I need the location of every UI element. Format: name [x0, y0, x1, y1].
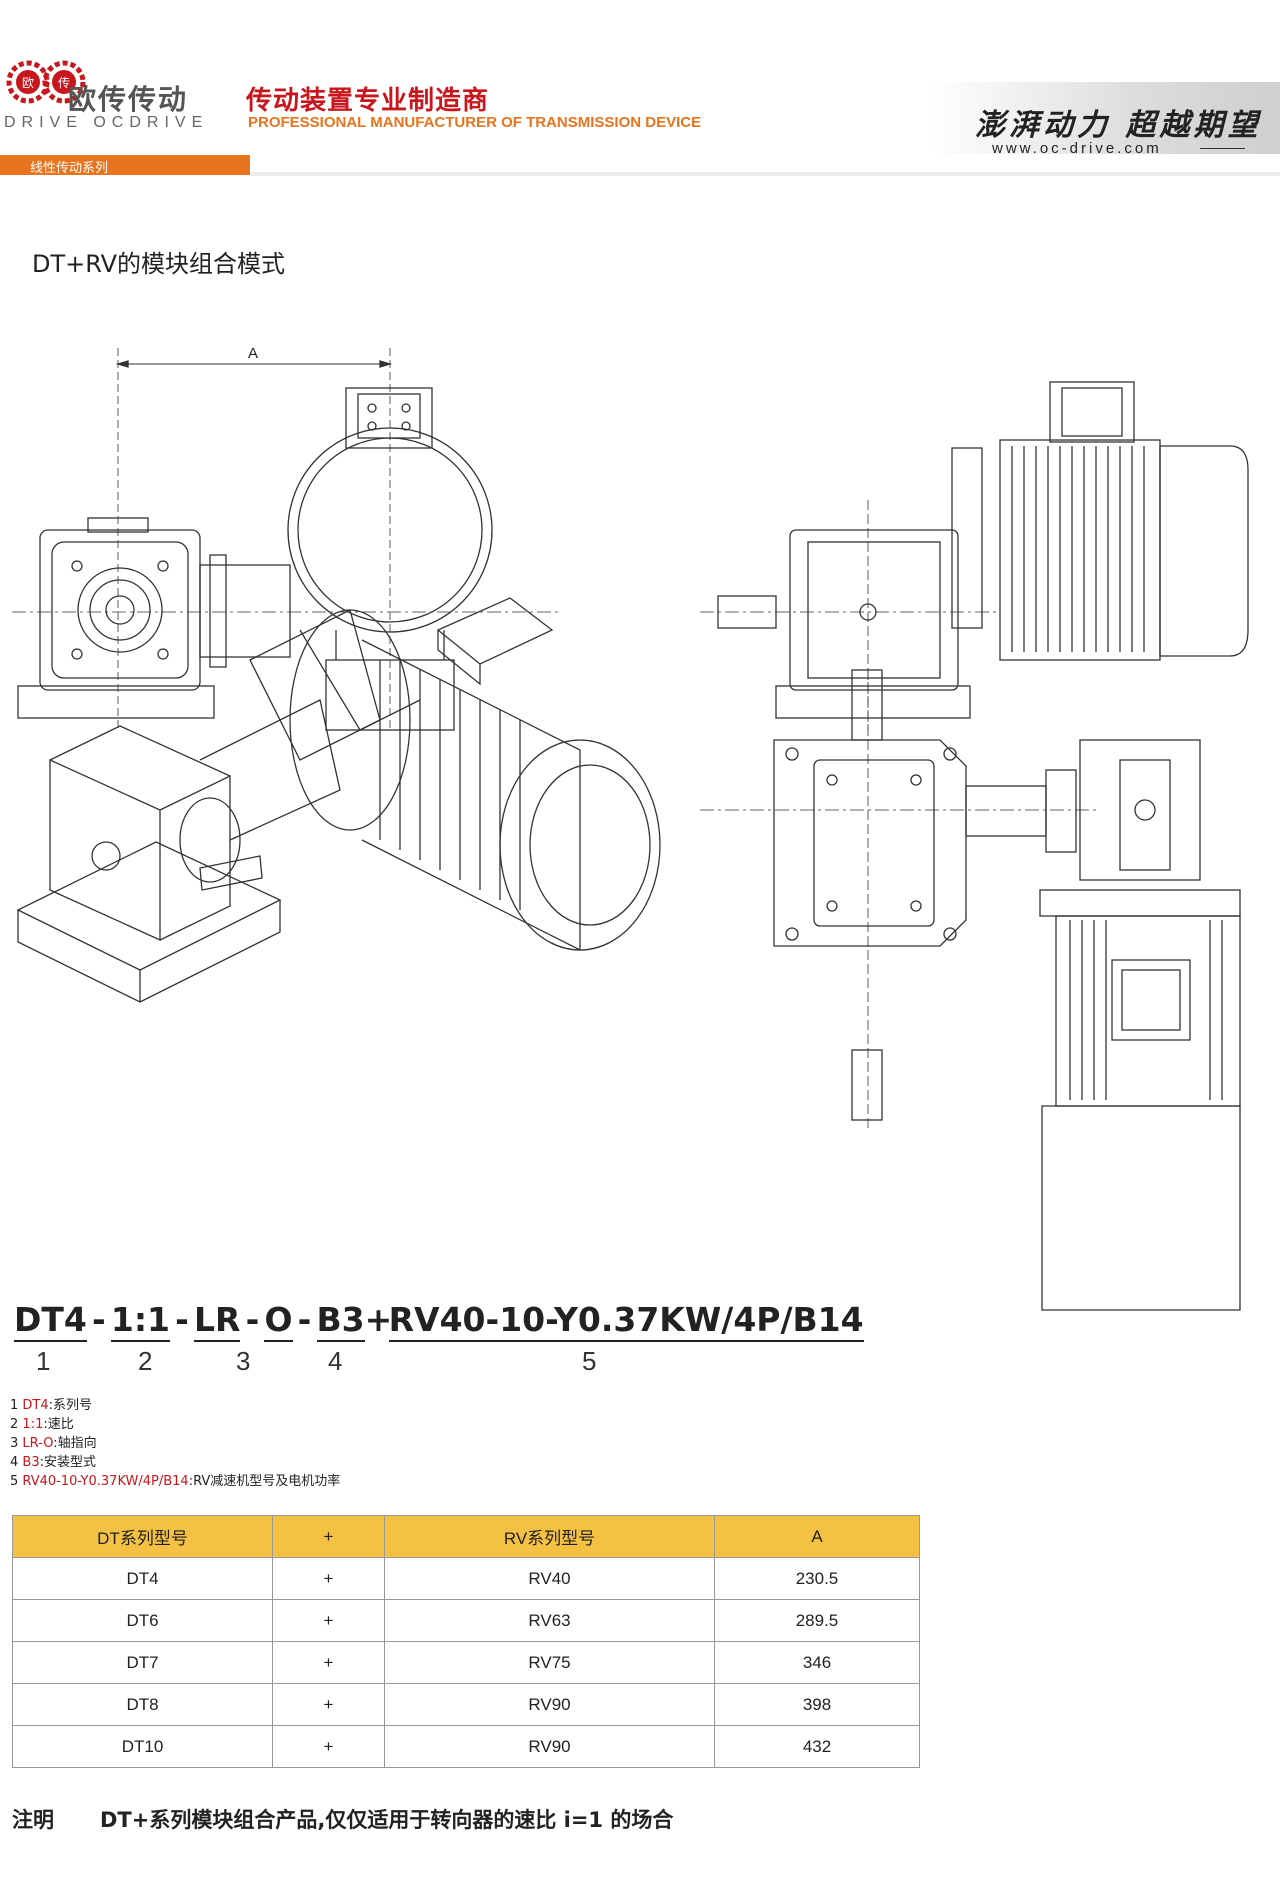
series-tag-bar: [0, 155, 250, 175]
header-divider: [250, 172, 1280, 176]
footnote: 注明 DT+系列模块组合产品,仅仅适用于转向器的速比 i=1 的场合: [12, 1804, 719, 1834]
cell-rv: RV63: [384, 1599, 715, 1642]
legend-item: 1 DT4:系列号: [10, 1398, 93, 1413]
cell-dt: DT4: [12, 1557, 273, 1600]
slogan-en: PROFESSIONAL MANUFACTURER OF TRANSMISSIO…: [248, 114, 702, 131]
table-row: DT10 + RV90 432: [12, 1725, 920, 1768]
col-header-dt: DT系列型号: [12, 1515, 273, 1558]
code-number-1: 1: [36, 1346, 51, 1376]
cell-plus: +: [272, 1557, 385, 1600]
cell-a: 432: [714, 1725, 920, 1768]
cell-rv: RV75: [384, 1641, 715, 1684]
code-seg-series: DT4: [14, 1300, 87, 1342]
company-logo-icon: 欧 传: [6, 60, 86, 104]
motto: 澎湃动力 超越期望: [975, 108, 1262, 143]
model-code: DT4-1:1-LR-O-B3+RV40-10-Y0.37KW/4P/B14: [14, 1300, 864, 1342]
cell-plus: +: [272, 1725, 385, 1768]
dimension-a-label: A: [248, 345, 258, 362]
cell-dt: DT8: [12, 1683, 273, 1726]
code-legend: 1 DT4:系列号 2 1:1:速比 3 LR-O:轴指向 4 B3:安装型式 …: [10, 1396, 340, 1491]
brand-name-cn: 欧传传动: [68, 83, 189, 116]
cell-plus: +: [272, 1641, 385, 1684]
cell-a: 346: [714, 1641, 920, 1684]
svg-text:欧: 欧: [22, 76, 34, 90]
col-header-rv: RV系列型号: [384, 1515, 715, 1558]
section-title: DT+RV的模块组合模式: [32, 250, 286, 278]
table-header-row: DT系列型号 + RV系列型号 A: [12, 1515, 920, 1558]
code-number-4: 4: [328, 1346, 343, 1376]
col-header-plus: +: [272, 1515, 385, 1558]
side-view-drawing: [700, 381, 1249, 730]
website-link[interactable]: www.oc-drive.com: [992, 140, 1162, 157]
cell-rv: RV90: [384, 1683, 715, 1726]
combination-table: DT系列型号 + RV系列型号 A DT4 + RV40 230.5 DT6 +…: [12, 1515, 920, 1768]
legend-item: 5 RV40-10-Y0.37KW/4P/B14:RV减速机型号及电机功率: [10, 1474, 341, 1489]
legend-item: 2 1:1:速比: [10, 1417, 74, 1432]
code-seg-rv-motor: RV40-10-Y0.37KW/4P/B14: [388, 1300, 864, 1342]
code-number-5: 5: [582, 1346, 597, 1376]
cell-dt: DT6: [12, 1599, 273, 1642]
table-row: DT4 + RV40 230.5: [12, 1557, 920, 1600]
series-tag: 线性传动系列: [30, 161, 109, 176]
table-row: DT8 + RV90 398: [12, 1683, 920, 1726]
isometric-view-drawing: [16, 597, 661, 1004]
code-number-2: 2: [138, 1346, 153, 1376]
code-seg-ratio: 1:1: [110, 1300, 170, 1342]
slogan-cn: 传动装置专业制造商: [246, 86, 490, 116]
cell-plus: +: [272, 1683, 385, 1726]
cell-rv: RV90: [384, 1725, 715, 1768]
footnote-label: 注明: [12, 1808, 54, 1832]
col-header-a: A: [714, 1515, 920, 1558]
page-header: 欧 传 欧传传动 DRIVE OCDRIVE 传动装置专业制造商 PROFESS…: [0, 0, 1280, 180]
brand-name-en: DRIVE OCDRIVE: [4, 114, 209, 131]
legend-item: 3 LR-O:轴指向: [10, 1436, 97, 1451]
cell-plus: +: [272, 1599, 385, 1642]
website-line-right: [1200, 148, 1245, 149]
code-seg-shaft-o: O: [264, 1300, 293, 1342]
front-view-drawing: A: [12, 345, 560, 731]
legend-item: 4 B3:安装型式: [10, 1455, 97, 1470]
cell-a: 230.5: [714, 1557, 920, 1600]
cell-a: 289.5: [714, 1599, 920, 1642]
code-seg-shaft-lr: LR: [194, 1300, 241, 1342]
cell-rv: RV40: [384, 1557, 715, 1600]
technical-drawings: A: [12, 345, 1249, 1311]
cell-dt: DT10: [12, 1725, 273, 1768]
code-number-3: 3: [236, 1346, 251, 1376]
cell-dt: DT7: [12, 1641, 273, 1684]
table-row: DT7 + RV75 346: [12, 1641, 920, 1684]
plan-view-drawing: [700, 669, 1241, 1311]
code-seg-mounting: B3: [316, 1300, 365, 1342]
header-grey-band: [930, 82, 1280, 154]
svg-text:传: 传: [58, 75, 70, 90]
table-row: DT6 + RV63 289.5: [12, 1599, 920, 1642]
cell-a: 398: [714, 1683, 920, 1726]
footnote-text: DT+系列模块组合产品,仅仅适用于转向器的速比 i=1 的场合: [100, 1808, 674, 1832]
